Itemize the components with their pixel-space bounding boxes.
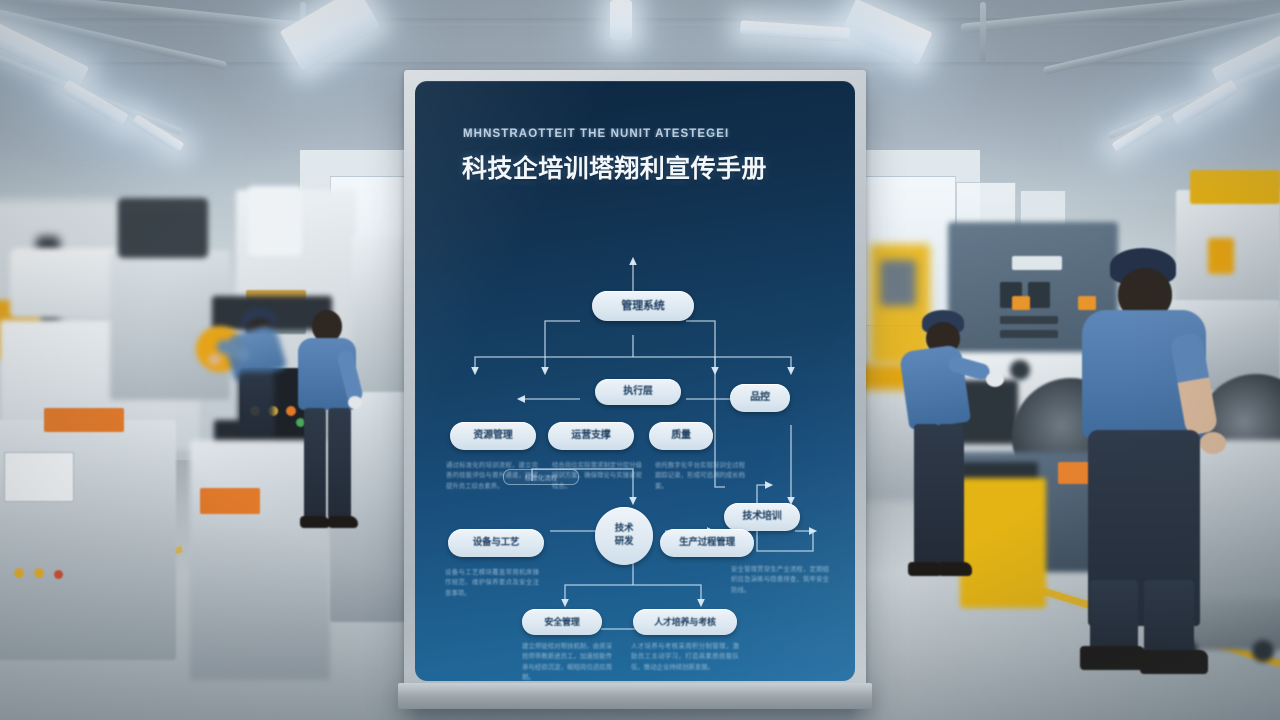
- indicator-light: [286, 406, 296, 416]
- flow-node-rnd[interactable]: 技术 研发: [595, 507, 653, 565]
- flow-node-execution-layer[interactable]: 执行层: [595, 379, 681, 405]
- annotation-resource-management: 通过标准化的培训流程，建立完善的技能评估与晋升通道，持续提升员工综合素养。: [446, 462, 538, 490]
- flow-node-equipment-process[interactable]: 设备与工艺: [448, 529, 544, 557]
- indicator-light: [14, 568, 24, 578]
- ceiling-beam: [0, 18, 1280, 25]
- machine-display: [4, 452, 74, 502]
- machine-marker: [1208, 238, 1234, 274]
- machine: [248, 186, 302, 256]
- equipment-screen: [880, 260, 916, 306]
- indicator-panel: [1078, 296, 1096, 310]
- poster-title: 科技企培训塔翔利宣传手册: [462, 155, 767, 183]
- machine-vent: [1028, 282, 1050, 308]
- machine-bolt: [1010, 360, 1030, 380]
- caster-wheel: [1252, 640, 1274, 662]
- indicator-light: [34, 568, 44, 578]
- poster-base-stand: [398, 683, 872, 709]
- standing-poster-unit[interactable]: MHNSTRAOTTEIT THE NUNIT ATESTEGEI 科技企培训塔…: [398, 70, 872, 720]
- annotation-equipment-process: 设备与工艺模块覆盖常用机床操作规范、维护保养要点及安全注意事项。: [445, 569, 539, 597]
- flow-node-quality[interactable]: 质量: [649, 422, 713, 450]
- annotation-safety-detail: 建立师徒结对帮扶机制，由资深技师带教新进员工，加速技能传承与经验沉淀，缩短岗位适…: [522, 643, 612, 681]
- machine-label: [1012, 256, 1062, 270]
- machine-slot: [1000, 316, 1058, 324]
- ceiling-beam: [0, 62, 1280, 67]
- flow-node-quality-control[interactable]: 品控: [730, 384, 790, 412]
- machine-marker: [200, 488, 260, 514]
- ceiling-pipe: [980, 2, 986, 62]
- annotation-quality: 依托数字化平台实现培训全过程跟踪记录，形成可追溯的成长档案。: [655, 462, 745, 490]
- poster-board[interactable]: MHNSTRAOTTEIT THE NUNIT ATESTEGEI 科技企培训塔…: [415, 81, 855, 681]
- flow-node-safety-management[interactable]: 安全管理: [522, 609, 602, 635]
- machine: [352, 236, 412, 396]
- flow-tag-standard-process[interactable]: 标准化流程: [503, 469, 579, 485]
- tool-bin: [960, 478, 1046, 608]
- poster-eyebrow-text: MHNSTRAOTTEIT THE NUNIT ATESTEGEI: [463, 128, 730, 140]
- machine-top-guard: [1190, 170, 1280, 204]
- ceiling-light: [610, 0, 632, 40]
- flow-node-talent-development[interactable]: 人才培养与考核: [633, 609, 737, 635]
- machine-marker: [44, 408, 124, 432]
- annotation-operations-support: 结合岗位实际需求制定分层分级培训方案，确保理论与实操紧密结合。: [552, 462, 642, 490]
- flow-node-management-system[interactable]: 管理系统: [592, 291, 694, 321]
- indicator-panel: [1012, 296, 1030, 310]
- annotation-talent-development: 人才培养与考核采用积分制管理，激励员工主动学习，打造高素质技能队伍，推动企业持续…: [631, 643, 739, 671]
- machine: [110, 250, 230, 400]
- indicator-light: [54, 570, 63, 579]
- machine-top: [118, 198, 208, 258]
- flowchart: 管理系统 执行层 资源管理 运营支撑 质量 品控 技术培训 设备与工艺: [415, 81, 855, 681]
- flow-node-production-management[interactable]: 生产过程管理: [660, 529, 754, 557]
- flow-node-resource-management[interactable]: 资源管理: [450, 422, 536, 450]
- machine-slot: [1000, 330, 1058, 338]
- indicator-light: [296, 418, 305, 427]
- annotation-safety-management: 安全管理贯穿生产全流程，定期组织应急演练与隐患排查，筑牢安全防线。: [731, 566, 829, 594]
- flow-node-technical-training[interactable]: 技术培训: [724, 503, 800, 531]
- flow-node-operations-support[interactable]: 运营支撑: [548, 422, 634, 450]
